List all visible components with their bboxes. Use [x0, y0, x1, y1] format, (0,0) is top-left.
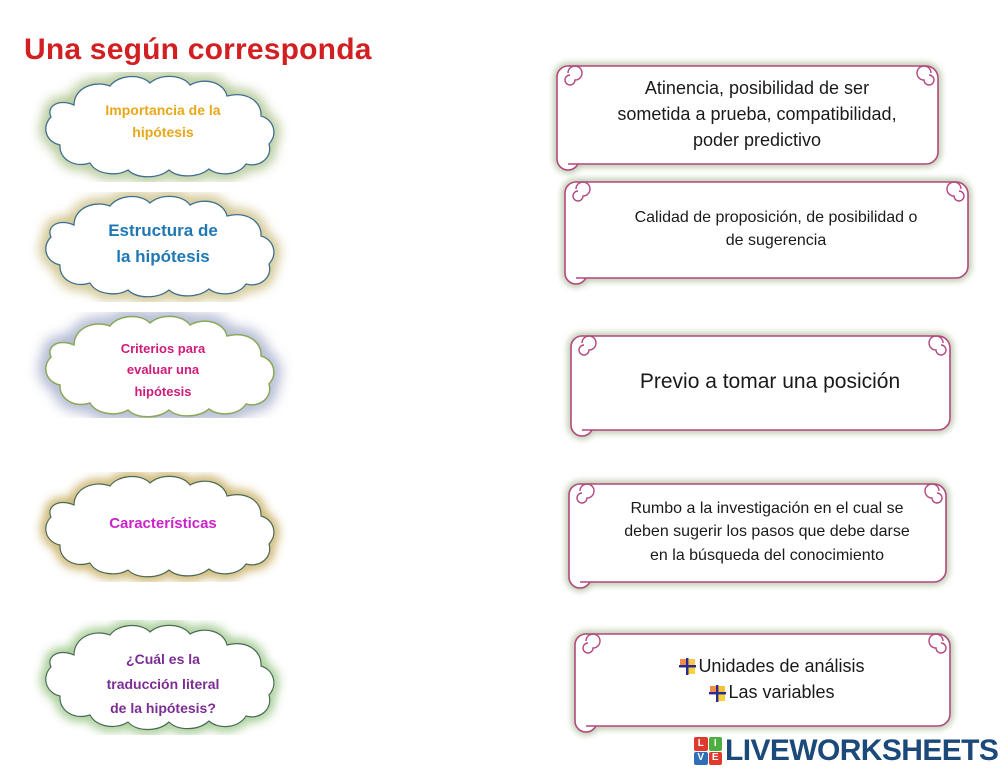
scroll-answer-previo-posicion[interactable]: Previo a tomar una posición	[562, 322, 960, 446]
scroll-shape-4	[566, 481, 949, 591]
scroll-answer-atinencia[interactable]: Atinencia, posibilidad de ser sometida a…	[548, 52, 948, 180]
logo-cell-e: E	[708, 751, 722, 765]
cloud-shape-3	[40, 312, 280, 418]
cloud-shape-2	[41, 192, 279, 302]
cloud-option-caracteristicas[interactable]: Características	[8, 472, 318, 582]
liveworksheets-logo-mark: L I V E	[694, 737, 722, 765]
scroll-answer-calidad-proposicion[interactable]: Calidad de proposición, de posibilidad o…	[556, 168, 978, 294]
scroll-answer-rumbo-investigacion[interactable]: Rumbo a la investigación en el cual se d…	[560, 470, 956, 598]
scroll-answer-unidades-variables[interactable]: Unidades de análisis Las variables	[566, 622, 960, 740]
logo-cell-l: L	[694, 737, 708, 751]
scroll-shape-5	[572, 631, 953, 735]
cloud-shape-4	[41, 472, 279, 582]
cloud-option-estructura[interactable]: Estructura de la hipótesis	[8, 192, 318, 302]
page-title: Una según corresponda	[24, 33, 372, 66]
scroll-shape-3	[568, 333, 953, 439]
logo-cell-i: I	[708, 737, 722, 751]
liveworksheets-wordmark: LIVEWORKSHEETS	[725, 734, 999, 767]
logo-cell-v: V	[694, 751, 708, 765]
cloud-shape-5	[41, 621, 279, 734]
cloud-option-traduccion-literal[interactable]: ¿Cuál es la traducción literal de la hip…	[8, 620, 318, 735]
scroll-shape-2	[562, 179, 971, 287]
liveworksheets-logo: L I V E LIVEWORKSHEETS	[694, 734, 999, 767]
scroll-shape-1	[554, 63, 941, 173]
cloud-option-criterios[interactable]: Criterios para evaluar una hipótesis	[8, 312, 318, 418]
cloud-option-importancia[interactable]: Importancia de la hipótesis	[8, 72, 318, 182]
cloud-shape-1	[41, 72, 279, 182]
